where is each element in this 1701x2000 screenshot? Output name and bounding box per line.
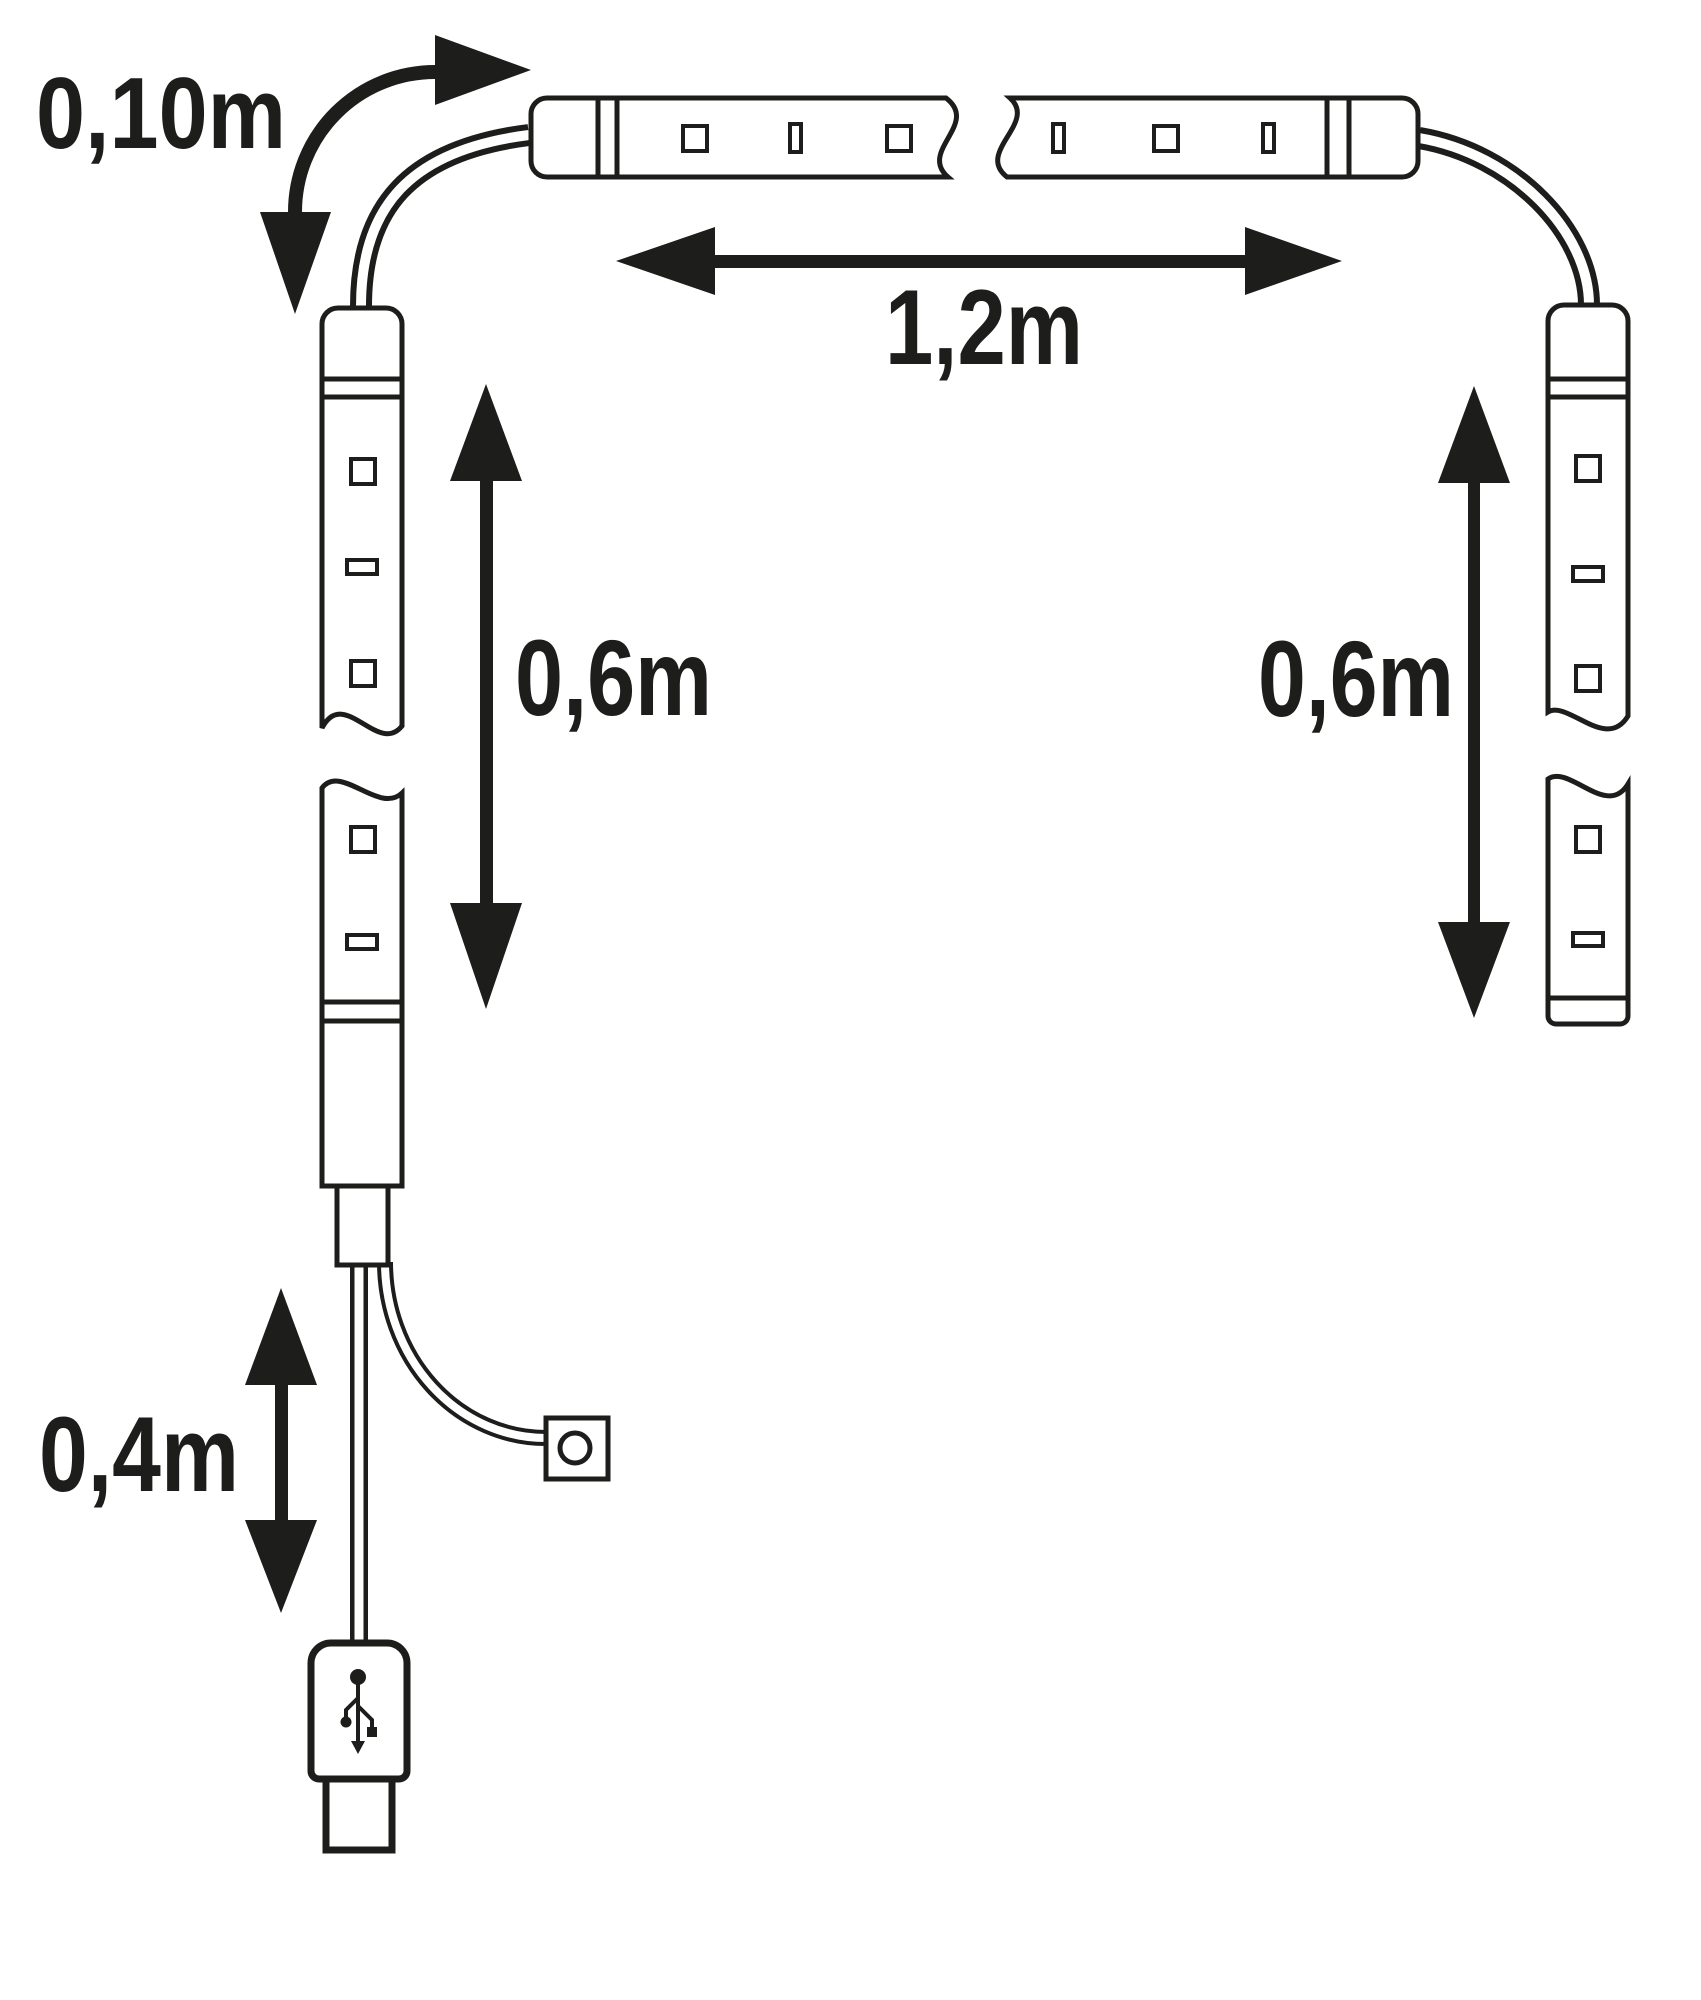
svg-text:0,6m: 0,6m — [1258, 618, 1454, 739]
svg-text:1,2m: 1,2m — [885, 267, 1083, 387]
svg-text:0,6m: 0,6m — [515, 617, 712, 738]
svg-text:0,10m: 0,10m — [36, 58, 286, 170]
svg-text:0,4m: 0,4m — [39, 1394, 239, 1514]
